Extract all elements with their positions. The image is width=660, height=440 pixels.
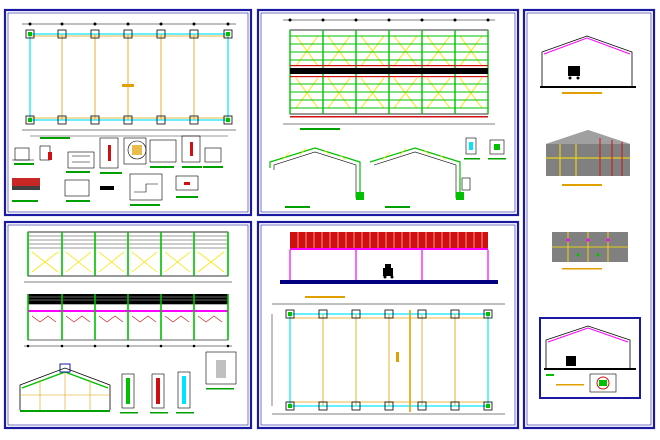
elevations-sections-drawing <box>19 231 237 414</box>
frame-floor-plan <box>256 220 520 430</box>
3d-views-drawing <box>539 35 641 399</box>
floor-plan-drawing <box>271 232 505 415</box>
frame-elevations-sections <box>3 220 253 430</box>
panel-frames <box>3 8 656 430</box>
foundation-plan-drawing <box>12 22 236 206</box>
roof-framing-plan-drawing <box>269 18 506 208</box>
frame-roof-framing-plan <box>256 8 520 217</box>
frame-3d-views <box>522 8 656 430</box>
frame-foundation-plan <box>3 8 253 217</box>
